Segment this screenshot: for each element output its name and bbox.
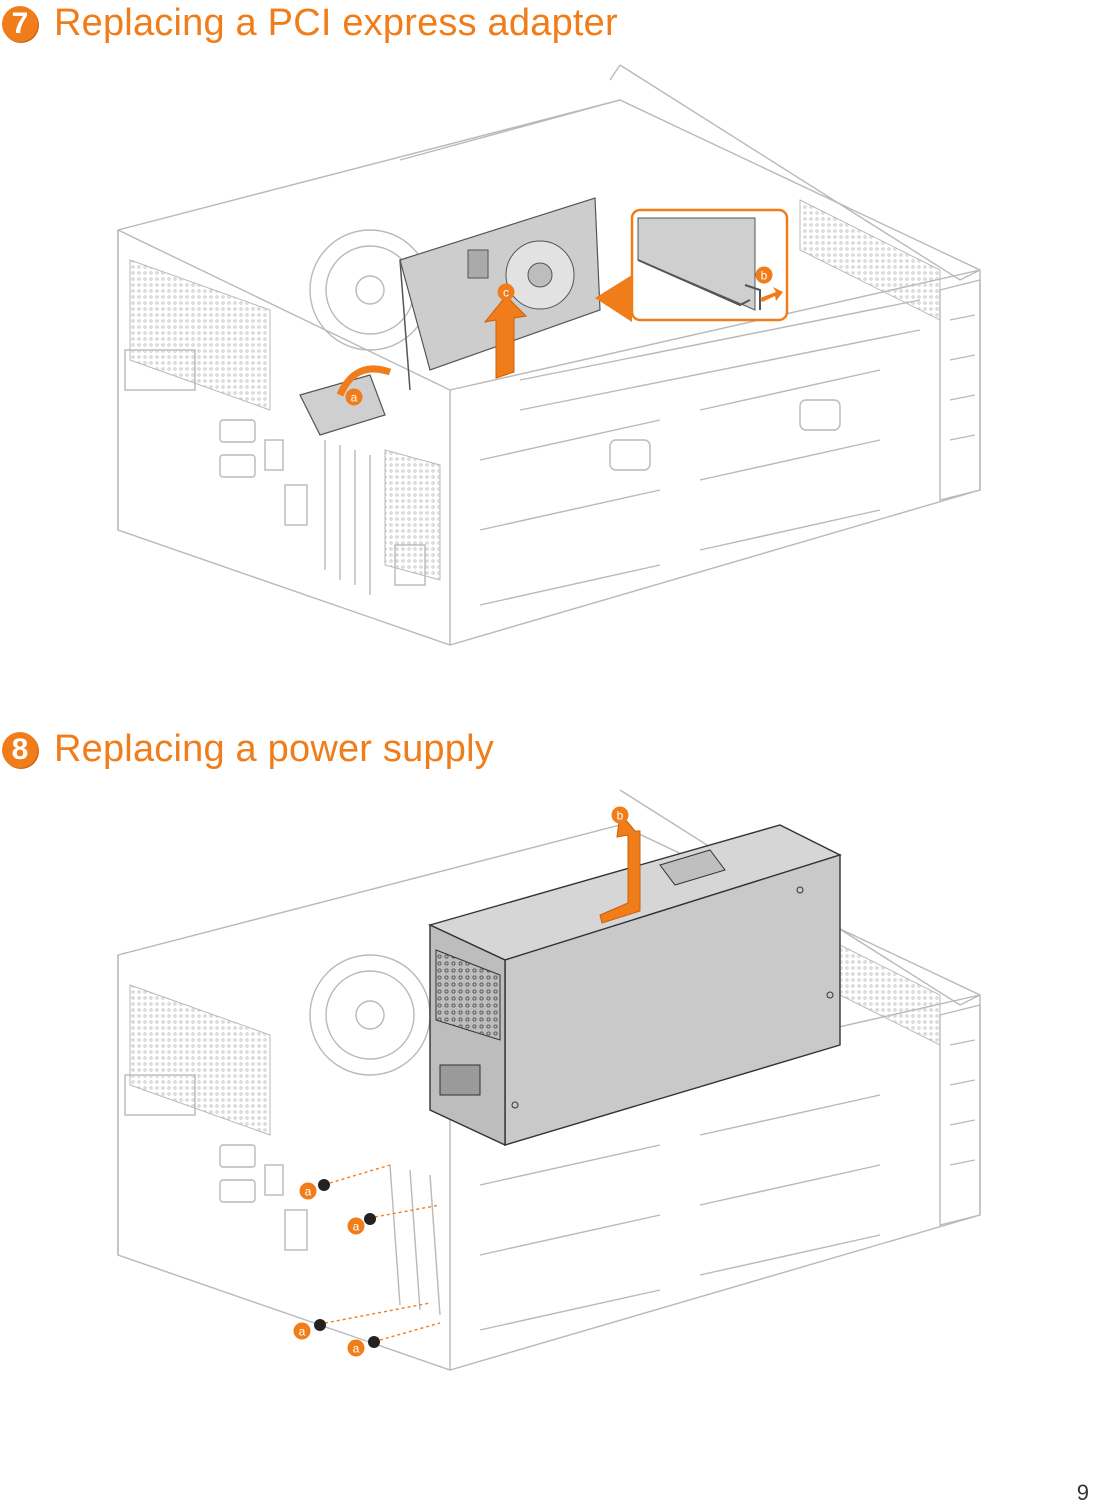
lift-arrow-icon (483, 295, 528, 379)
step-7-title: Replacing a PCI express adapter (54, 2, 618, 44)
release-arrow-icon (760, 287, 783, 302)
callout-a-1: a (299, 1182, 317, 1200)
svg-text:a: a (351, 391, 358, 405)
step-7-number-badge: 7 (2, 5, 38, 42)
callout-a-3: a (293, 1322, 311, 1340)
pci-express-card (399, 197, 601, 391)
zoom-pointer (595, 275, 632, 322)
vent-mesh (129, 199, 941, 581)
callout-a-4: a (347, 1339, 365, 1357)
svg-text:b: b (617, 809, 624, 823)
callout-c: c (497, 283, 515, 301)
pci-adapter-illustration: a b c (117, 64, 981, 646)
svg-text:a: a (353, 1342, 360, 1356)
screw-guide-lines (324, 1164, 441, 1341)
callout-b: b (611, 806, 629, 824)
step-8-number-badge: 8 (2, 731, 38, 768)
lift-arrow-icon (599, 811, 641, 924)
svg-text:b: b (761, 269, 768, 283)
vent-mesh (129, 984, 271, 1136)
step-8-heading: 8 Replacing a power supply (0, 728, 494, 771)
svg-text:a: a (353, 1220, 360, 1234)
callout-b: b (755, 266, 773, 284)
screw-icons (314, 1179, 380, 1348)
callout-a-2: a (347, 1217, 365, 1235)
svg-text:a: a (299, 1325, 306, 1339)
power-supply-illustration: a a a a b (117, 789, 981, 1371)
page-number: 9 (1076, 1480, 1089, 1505)
step-8-title: Replacing a power supply (54, 728, 494, 770)
step-7-heading: 7 Replacing a PCI express adapter (0, 2, 618, 45)
svg-text:a: a (305, 1185, 312, 1199)
rotate-arrow-icon (336, 365, 392, 397)
callout-a: a (345, 388, 363, 406)
svg-text:c: c (503, 286, 509, 300)
